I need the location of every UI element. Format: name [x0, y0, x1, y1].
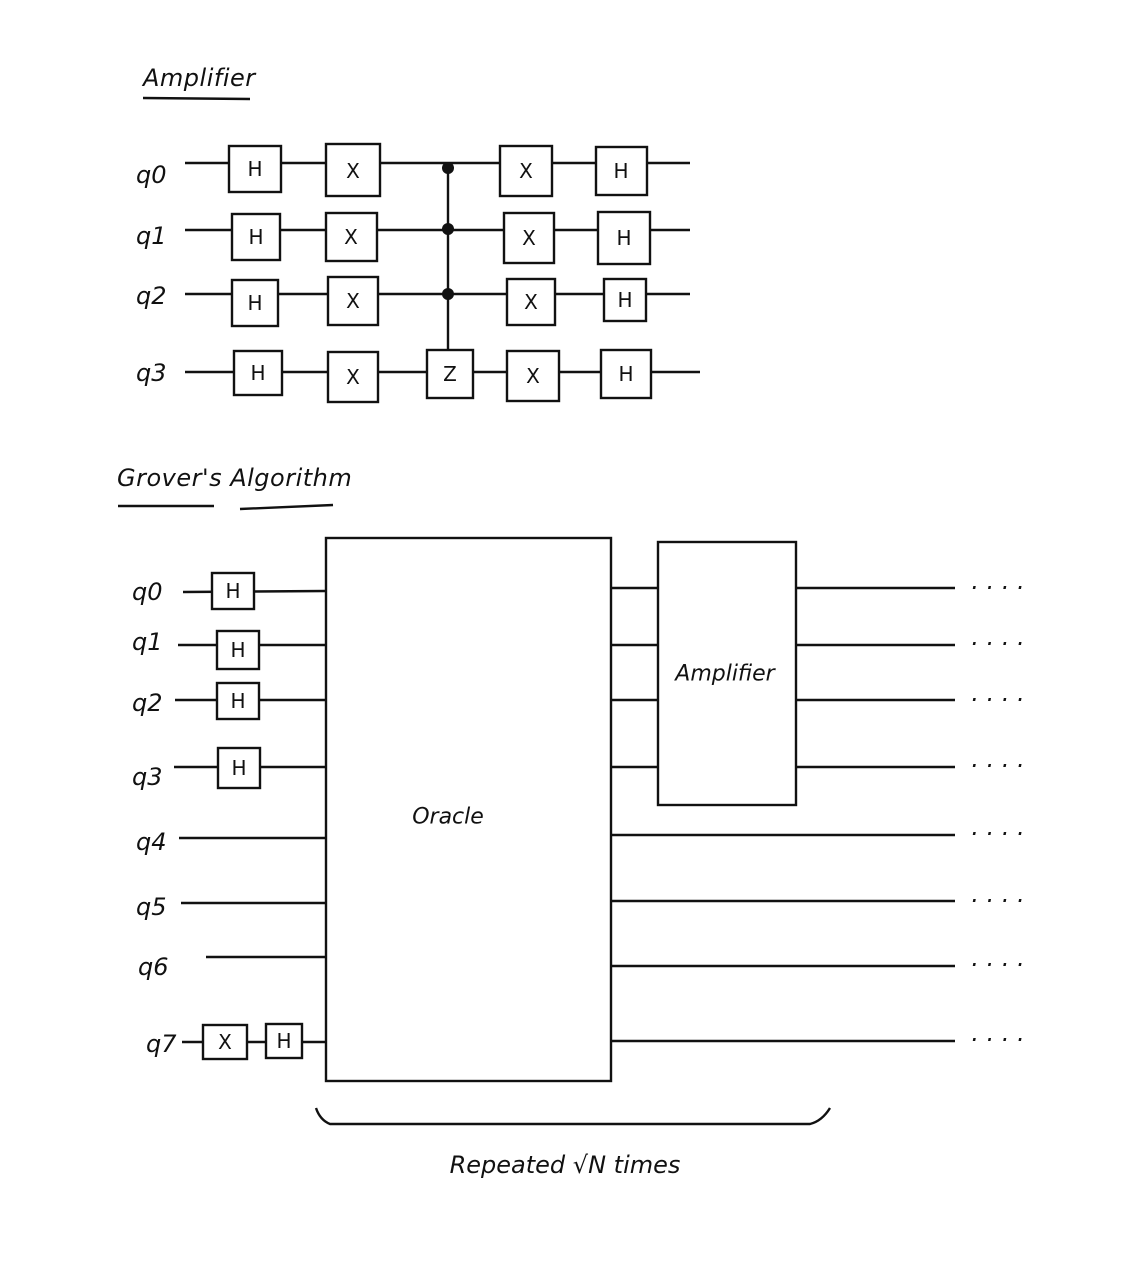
svg-text:H: H: [231, 756, 246, 780]
repeat-brace: [314, 1107, 832, 1126]
grover-q7-label: q7: [146, 1030, 177, 1058]
svg-text:H: H: [618, 362, 633, 386]
svg-text:H: H: [247, 157, 262, 181]
grover-q0-label: q0: [132, 578, 163, 606]
continuation-q7: · · · ·: [970, 1026, 1023, 1054]
amp-q0-label: q0: [136, 161, 167, 189]
cz-control-q0: [442, 162, 454, 174]
repeat-caption: Repeated √N times: [450, 1151, 681, 1179]
grover-title: Grover's Algorithm: [117, 464, 352, 492]
continuation-q5: · · · ·: [970, 887, 1023, 915]
amp-gate-q2-h: H: [230, 278, 280, 328]
continuation-q4: · · · ·: [970, 820, 1023, 848]
svg-text:X: X: [346, 159, 360, 183]
amp-gate-q1-h2: H: [596, 210, 652, 266]
amp-q3-label: q3: [136, 359, 167, 387]
amp-gate-q1-x2: X: [502, 211, 556, 265]
amp-q1-label: q1: [136, 222, 167, 250]
svg-text:H: H: [613, 159, 628, 183]
svg-text:Z: Z: [443, 362, 457, 386]
amp-gate-q3-h: H: [232, 349, 284, 397]
grover-gate-q1-h: H: [215, 629, 261, 671]
grover-q1-label: q1: [132, 628, 163, 656]
amp-gate-q0-x2: X: [498, 144, 554, 198]
svg-text:X: X: [346, 289, 360, 313]
grover-q5-label: q5: [136, 893, 167, 921]
amplifier-title: Amplifier: [141, 64, 257, 92]
grover-gate-q7-h: H: [264, 1022, 304, 1060]
amp-gate-q3-x: X: [326, 350, 380, 404]
amp-gate-q2-x: X: [326, 275, 380, 327]
amp-gate-q3-h2: H: [599, 348, 653, 400]
amp-gate-q0-h2: H: [594, 145, 649, 197]
grover-q6-label: q6: [138, 953, 169, 981]
amp-gate-q1-x: X: [324, 211, 379, 263]
amp-gate-q2-x2: X: [505, 277, 557, 327]
amp-q2-label: q2: [136, 282, 167, 310]
continuation-q3: · · · ·: [970, 752, 1023, 780]
svg-text:X: X: [344, 225, 358, 249]
grover-gate-q7-x: X: [201, 1023, 249, 1061]
grover-title-underline-2: [239, 503, 334, 511]
svg-text:H: H: [225, 579, 240, 603]
svg-text:H: H: [276, 1029, 291, 1053]
amp-gate-q2-h2: H: [602, 277, 648, 323]
cz-control-q2: [442, 288, 454, 300]
grover-gate-q3-h: H: [216, 746, 262, 790]
svg-text:X: X: [346, 365, 360, 389]
svg-text:H: H: [616, 226, 631, 250]
svg-text:Oracle: Oracle: [412, 805, 484, 830]
svg-text:H: H: [247, 291, 262, 315]
continuation-q6: · · · ·: [970, 951, 1023, 979]
grover-gate-q2-h: H: [215, 681, 261, 721]
svg-text:H: H: [250, 361, 265, 385]
amp-gate-q3-z: Z: [425, 348, 475, 400]
amp-gate-q0-x: X: [324, 142, 382, 198]
grover-q3-label: q3: [132, 763, 163, 791]
grover-q2-label: q2: [132, 689, 163, 717]
svg-text:X: X: [218, 1030, 232, 1054]
cz-control-q1: [442, 223, 454, 235]
amplifier-title-underline: [142, 96, 251, 101]
svg-text:Amplifier: Amplifier: [673, 662, 776, 687]
svg-text:X: X: [524, 290, 538, 314]
svg-text:X: X: [519, 159, 533, 183]
svg-text:X: X: [526, 364, 540, 388]
svg-text:H: H: [230, 689, 245, 713]
svg-text:X: X: [522, 226, 536, 250]
amp-gate-q0-h: H: [227, 144, 283, 194]
continuation-q1: · · · ·: [970, 630, 1023, 658]
grover-gate-q0-h: H: [210, 571, 256, 611]
grover-q4-label: q4: [136, 828, 167, 856]
continuation-q0: · · · ·: [970, 574, 1023, 602]
continuation-q2: · · · ·: [970, 686, 1023, 714]
amp-gate-q1-h: H: [230, 212, 282, 262]
grover-amplifier-box: Amplifier: [656, 540, 798, 807]
oracle-box: Oracle: [324, 536, 613, 1083]
svg-text:H: H: [230, 638, 245, 662]
svg-text:H: H: [248, 225, 263, 249]
svg-text:H: H: [617, 288, 632, 312]
amp-gate-q3-x2: X: [505, 349, 561, 403]
